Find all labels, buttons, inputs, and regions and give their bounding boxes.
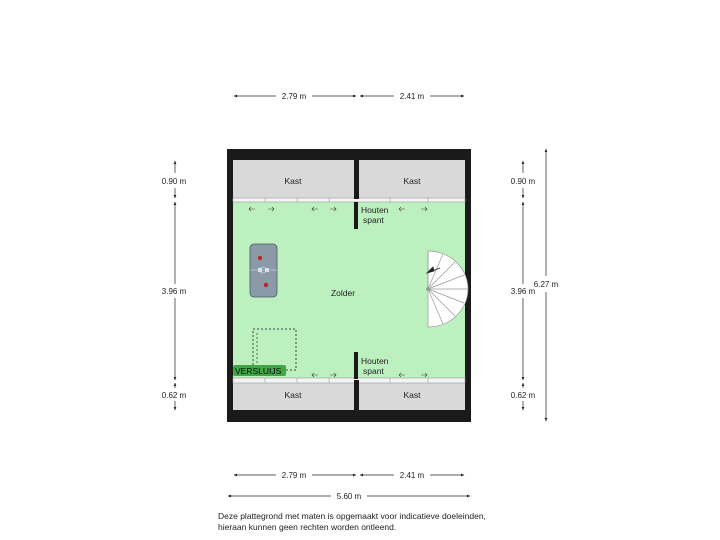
- beam-top-label-1: Houten: [361, 205, 389, 215]
- spiral-staircase: [426, 250, 469, 328]
- beam-top: [354, 202, 358, 229]
- kast-top-left-label: Kast: [284, 176, 302, 186]
- stair-direction-arrow: [425, 266, 441, 274]
- hatch-badge: [233, 365, 286, 376]
- kast-bottom-right: [359, 383, 465, 410]
- disclaimer-line-2: hieraan kunnen geen rechten worden ontle…: [218, 522, 397, 532]
- center-wall-top: [354, 149, 359, 199]
- dim-left-middle: 3.96 m: [162, 287, 187, 296]
- dim-left-bottom: 0.62 m: [162, 391, 187, 400]
- dim-total-width: 5.60 m: [337, 492, 362, 501]
- sliding-door-arrows: [248, 206, 428, 378]
- dim-top-right: 2.41 m: [400, 92, 425, 101]
- kast-top-left: [233, 160, 354, 198]
- kast-bottom-right-label: Kast: [403, 390, 421, 400]
- dim-bottom-right: 2.41 m: [400, 471, 425, 480]
- kneewall-segments: [264, 198, 429, 383]
- kneewall-top: [232, 197, 466, 203]
- dim-bottom-left: 2.79 m: [282, 471, 307, 480]
- beam-bottom: [354, 352, 358, 379]
- zolder-label: Zolder: [331, 288, 355, 298]
- kast-top-right: [359, 160, 465, 198]
- hatch-label: VERSLUIJS: [235, 366, 282, 376]
- dim-left-top: 0.90 m: [162, 177, 187, 186]
- dim-total-depth: 6.27 m: [534, 280, 559, 289]
- kast-bottom-left: [233, 383, 354, 410]
- kast-top-right-label: Kast: [403, 176, 421, 186]
- beam-bottom-label-2: spant: [363, 366, 384, 376]
- dim-right-top: 0.90 m: [511, 177, 536, 186]
- beam-top-label-2: spant: [363, 215, 384, 225]
- dim-right-bottom: 0.62 m: [511, 391, 536, 400]
- disclaimer: Deze plattegrond met maten is opgemaakt …: [218, 511, 538, 533]
- kast-bottom-left-label: Kast: [284, 390, 302, 400]
- kneewall-bottom: [232, 377, 466, 384]
- dimension-right: [521, 148, 548, 422]
- dimension-bottom: [227, 473, 471, 498]
- disclaimer-line-1: Deze plattegrond met maten is opgemaakt …: [218, 511, 486, 521]
- dim-top-left: 2.79 m: [282, 92, 307, 101]
- center-wall-bottom: [354, 380, 359, 422]
- beam-bottom-label-1: Houten: [361, 356, 389, 366]
- dim-right-middle: 3.96 m: [511, 287, 536, 296]
- air-hockey-table: [249, 243, 278, 298]
